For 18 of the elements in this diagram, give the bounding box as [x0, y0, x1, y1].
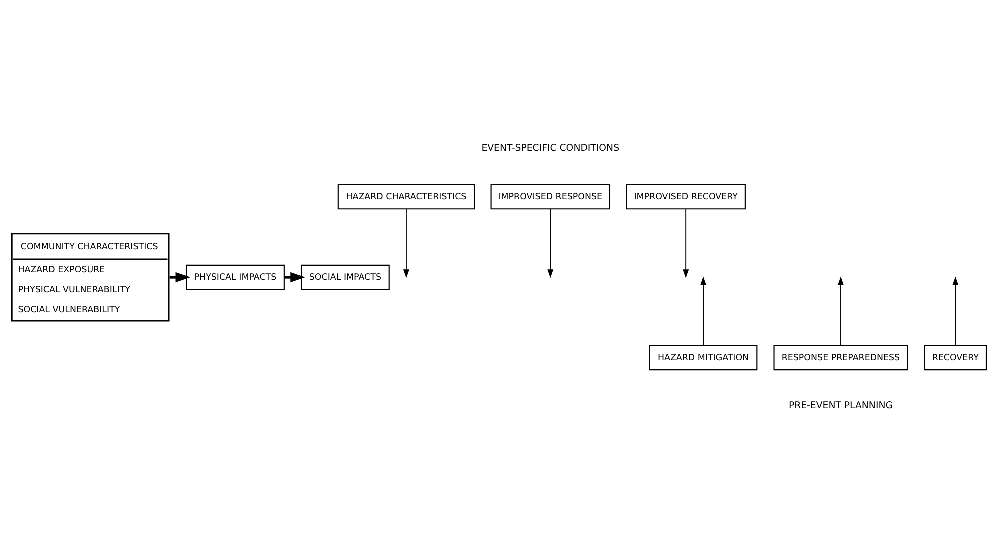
node-box: RESPONSE PREPAREDNESS [774, 344, 908, 370]
node-box: IMPROVISED RESPONSE [490, 184, 611, 210]
node-box: RECOVERY [924, 344, 988, 370]
arrow [700, 276, 707, 346]
arrow [170, 272, 191, 282]
label: PRE-EVENT PLANNING [788, 400, 893, 412]
node-box: HAZARD CHARACTERISTICS [338, 184, 476, 210]
arrow [952, 276, 959, 346]
node-box: HAZARD MITIGATION [649, 344, 758, 370]
label: EVENT-SPECIFIC CONDITIONS [482, 142, 620, 154]
arrow [683, 208, 690, 278]
node-box: SOCIAL IMPACTS [300, 264, 390, 290]
node-box: PHYSICAL IMPACTS [186, 264, 285, 290]
arrow [284, 272, 306, 282]
node-box: IMPROVISED RECOVERY [626, 184, 746, 210]
arrow [403, 208, 410, 278]
arrow [838, 276, 844, 346]
arrow [548, 208, 554, 278]
